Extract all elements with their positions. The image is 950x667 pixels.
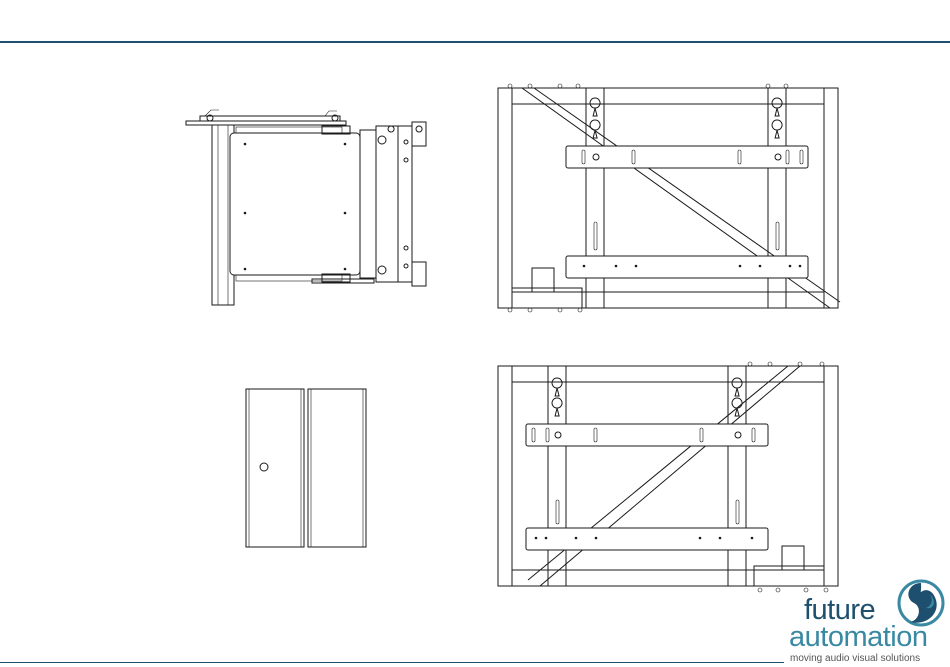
frame-view-bottom [498, 362, 838, 592]
brand-word-automation: automation [789, 623, 928, 652]
plate-view [246, 389, 366, 547]
brand-logo: future automation moving audio visual so… [784, 578, 950, 667]
side-view [186, 110, 426, 305]
frame-view-top [498, 84, 840, 312]
brand-tagline: moving audio visual solutions [790, 654, 920, 664]
